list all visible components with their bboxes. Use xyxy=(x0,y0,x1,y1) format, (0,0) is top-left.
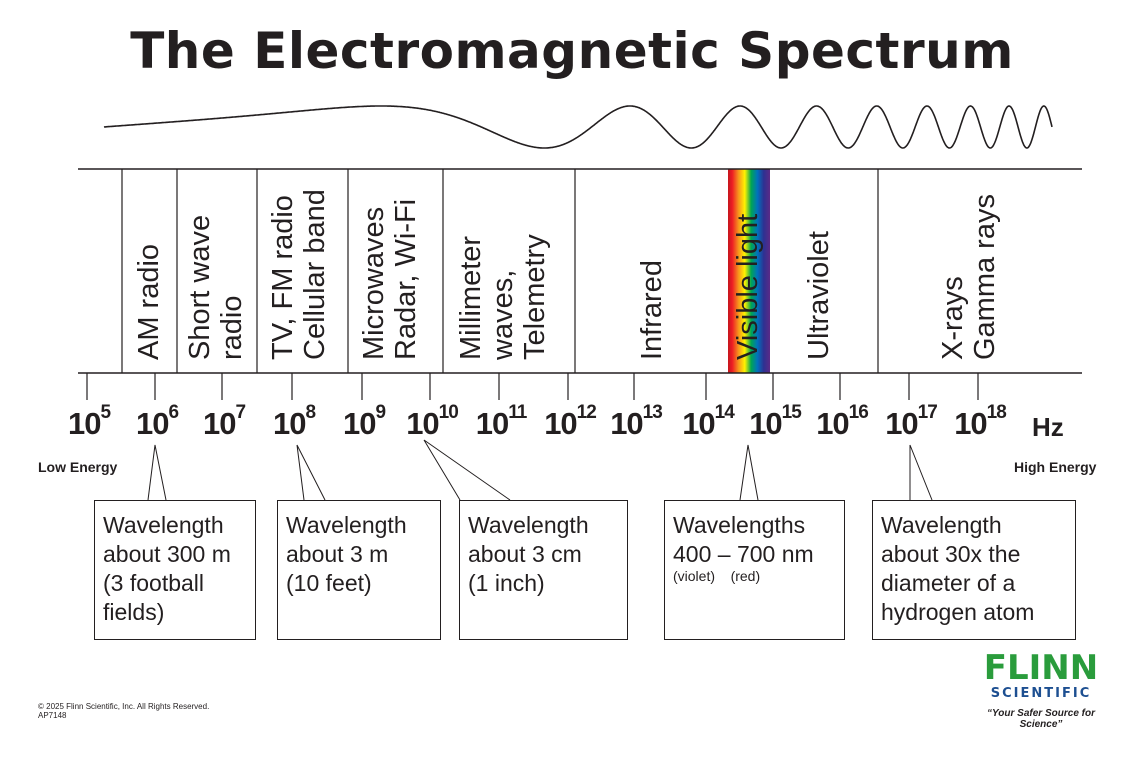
tick-label: 108 xyxy=(272,402,316,442)
logo-tagline: “Your Safer Source for Science” xyxy=(987,708,1095,730)
tick-label: 1011 xyxy=(475,402,528,442)
tick-label: 1017 xyxy=(885,402,938,442)
band-label-ultraviolet: Ultraviolet xyxy=(803,231,835,360)
tick-base: 10 xyxy=(272,406,306,441)
tick-base: 10 xyxy=(954,406,987,441)
tick-label: 1014 xyxy=(682,402,735,442)
callout-pointer xyxy=(296,444,326,501)
tick-base: 10 xyxy=(475,406,509,441)
callout-pointers xyxy=(147,439,933,501)
band-label-shortwave: Short wave radio xyxy=(184,214,248,360)
tick-exponent: 8 xyxy=(305,402,316,423)
callout-text: Wavelength about 30x the diameter of a h… xyxy=(881,512,1035,625)
callout-pointer xyxy=(909,444,933,501)
logo-subtitle: SCIENTIFIC xyxy=(990,686,1092,701)
tick-exponent: 15 xyxy=(781,402,802,423)
tick-exponent: 11 xyxy=(508,402,527,423)
tick-exponent: 12 xyxy=(576,402,597,423)
copyright-text: © 2025 Flinn Scientific, Inc. All Rights… xyxy=(38,702,210,711)
tick-base: 10 xyxy=(202,406,236,441)
band-label-visible: Visible light xyxy=(732,213,764,360)
band-label-xray-gamma: X-rays Gamma rays xyxy=(937,194,1001,360)
tick-exponent: 10 xyxy=(438,402,459,423)
callout-text: Wavelength about 300 m (3 football field… xyxy=(103,512,231,625)
page-title: The Electromagnetic Spectrum xyxy=(130,22,1014,80)
callout-color-range: (violet) (red) xyxy=(673,568,761,584)
tick-exponent: 6 xyxy=(168,402,179,423)
band-label-tv-fm: TV, FM radio Cellular band xyxy=(267,189,331,360)
band-label-am: AM radio xyxy=(133,243,165,360)
tick-exponent: 13 xyxy=(642,402,663,423)
tick-base: 10 xyxy=(749,406,782,441)
tick-base: 10 xyxy=(406,406,439,441)
tick-label: 1015 xyxy=(749,402,802,442)
band-label-infrared: Infrared xyxy=(636,260,668,360)
callout-text: Wavelengths 400 – 700 nm xyxy=(673,512,814,567)
high-energy-label: High Energy xyxy=(1014,459,1097,475)
tick-base: 10 xyxy=(135,406,169,441)
callout-pointer xyxy=(739,444,759,501)
callout-pointer xyxy=(147,444,167,501)
band-label-millimeter: Millimeter waves, Telemetry xyxy=(455,234,551,360)
wave-line xyxy=(103,105,1053,149)
tick-exponent: 17 xyxy=(917,402,938,423)
tick-base: 10 xyxy=(610,406,643,441)
tick-exponent: 9 xyxy=(375,402,386,423)
tick-exponent: 14 xyxy=(714,402,735,423)
tick-exponent: 5 xyxy=(100,402,111,423)
band-label-microwaves: Microwaves Radar, Wi-Fi xyxy=(358,198,422,360)
unit-label: Hz xyxy=(1032,412,1064,442)
tick-label: 1013 xyxy=(610,402,663,442)
tick-base: 10 xyxy=(816,406,849,441)
callout-pointer xyxy=(423,439,511,501)
low-energy-label: Low Energy xyxy=(38,459,118,475)
tick-label: 109 xyxy=(342,402,386,442)
callout-visible: Wavelengths 400 – 700 nm (violet) (red) xyxy=(664,500,845,640)
callout-am: Wavelength about 300 m (3 football field… xyxy=(94,500,256,640)
tick-base: 10 xyxy=(544,406,577,441)
axis-ticks xyxy=(86,373,979,400)
tick-base: 10 xyxy=(682,406,715,441)
product-code: AP7148 xyxy=(38,711,67,720)
tick-label: 1018 xyxy=(954,402,1007,442)
flinn-logo: FLINN SCIENTIFIC “Your Safer Source for … xyxy=(966,650,1116,730)
callout-fm: Wavelength about 3 m (10 feet) xyxy=(277,500,441,640)
tick-label: 1010 xyxy=(406,402,459,442)
copyright-notice: © 2025 Flinn Scientific, Inc. All Rights… xyxy=(38,702,209,720)
visible-light-swatch xyxy=(728,169,770,373)
callout-text: Wavelength about 3 cm (1 inch) xyxy=(468,512,589,596)
logo-name: FLINN xyxy=(983,648,1099,688)
tick-exponent: 16 xyxy=(848,402,869,423)
tick-base: 10 xyxy=(885,406,918,441)
tick-base: 10 xyxy=(67,406,101,441)
tick-label: 1012 xyxy=(544,402,597,442)
callout-xray: Wavelength about 30x the diameter of a h… xyxy=(872,500,1076,640)
tick-exponent: 7 xyxy=(235,402,246,423)
tick-label: 107 xyxy=(202,402,246,442)
tick-exponent: 18 xyxy=(986,402,1007,423)
callout-microwave: Wavelength about 3 cm (1 inch) xyxy=(459,500,628,640)
band-dividers xyxy=(121,169,879,373)
tick-base: 10 xyxy=(342,406,376,441)
tick-label: 1016 xyxy=(816,402,869,442)
tick-label: 105 xyxy=(67,402,111,442)
tick-label: 106 xyxy=(135,402,179,442)
callout-text: Wavelength about 3 m (10 feet) xyxy=(286,512,407,596)
